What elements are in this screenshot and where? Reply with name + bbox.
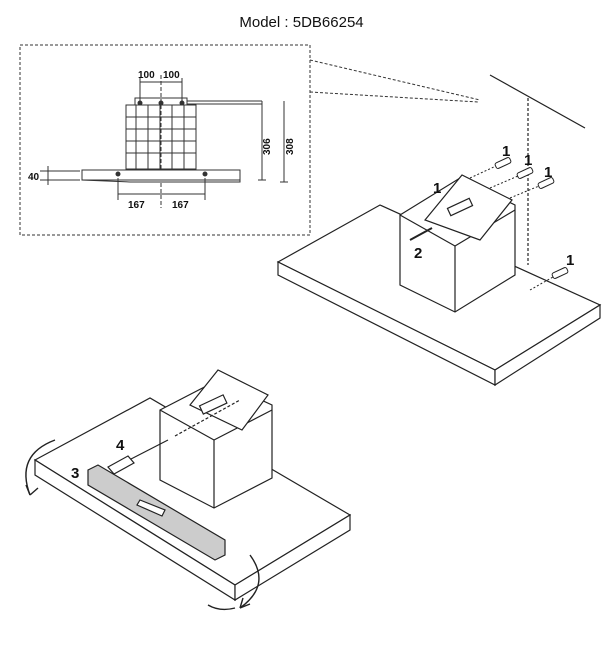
dim-top-left: 100: [138, 70, 155, 81]
hood-wall-mounted: [276, 74, 602, 387]
rotate-arrow-icon: [25, 439, 260, 611]
dim-bottom-left: 167: [128, 200, 145, 211]
callout-1c: 1: [544, 164, 552, 181]
wall-plug-icon: [529, 267, 569, 291]
dim-top-right: 100: [163, 70, 180, 81]
dim-height-outer: 308: [285, 138, 296, 155]
callout-1d: 1: [566, 252, 574, 269]
wall-plug-icon: [489, 167, 534, 189]
dim-bottom-right: 167: [172, 200, 189, 211]
screw-icon: [409, 227, 433, 241]
wall-plugs: [409, 157, 569, 291]
model-title: Model : 5DB66254: [239, 14, 364, 31]
callout-1a: 1: [502, 143, 510, 160]
callout-bracket: 1: [433, 180, 441, 197]
hood-filter-removal: [33, 369, 352, 602]
dim-side: 40: [28, 172, 40, 183]
callout-1b: 1: [524, 152, 532, 169]
detail-inset: [19, 44, 481, 236]
callout-screw: 2: [414, 245, 422, 262]
zoom-line-bottom: [309, 91, 479, 103]
callout-screwdriver: 4: [116, 437, 125, 454]
zoom-line-top: [309, 59, 481, 101]
screwdriver-icon: [107, 399, 241, 475]
dim-height-inner: 306: [262, 138, 273, 155]
wall-plug-icon: [469, 157, 512, 179]
callout-filter: 3: [71, 465, 79, 482]
detail-frame: [19, 44, 311, 236]
wall-plug-icon: [509, 177, 555, 199]
